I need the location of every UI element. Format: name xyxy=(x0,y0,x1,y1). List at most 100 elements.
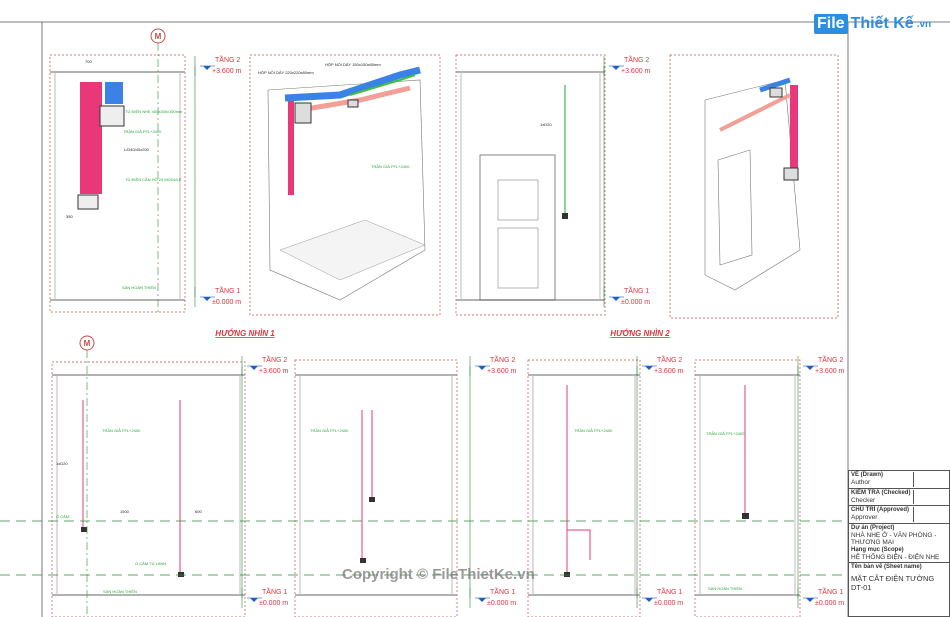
svg-text:TẦNG 1: TẦNG 1 xyxy=(818,586,843,596)
level-marker-lower: TẦNG 1 ±0.000 m xyxy=(469,586,516,608)
level-markers: TẦNG 2 +3.600 m TẦNG 1 ±0.000 m TẦNG 2 +3.600… xyxy=(194,54,845,608)
watermark: Copyright © FileThietKe.vn xyxy=(342,566,535,583)
label-socket: Ổ CẮM xyxy=(56,514,69,519)
label-tray: L/D40/40x200 xyxy=(124,147,150,152)
dim-700: 700 xyxy=(85,59,92,64)
svg-text:+3.600 m: +3.600 m xyxy=(487,368,517,375)
approved-value: Approver xyxy=(851,514,878,521)
view-title-2: HƯỚNG NHÌN 2 xyxy=(610,329,670,338)
axis-marker-top: M xyxy=(150,28,166,315)
label-ceiling-b3: TRẦN GIẢ FFL+2400 xyxy=(574,428,613,433)
view-frame xyxy=(249,54,441,316)
svg-text:+3.600 m: +3.600 m xyxy=(815,368,845,375)
svg-text:TẦNG 1: TẦNG 1 xyxy=(262,586,287,596)
project-label: Dự án (Project) xyxy=(851,524,895,531)
title-block: VẼ (Drawn) Author KIỂM TRA (Checked) Che… xyxy=(848,470,950,617)
level-marker-lower: TẦNG 1 ±0.000 m xyxy=(194,285,241,307)
checked-value: Checker xyxy=(851,496,876,504)
label-junction-box-1: HỘP NỐI DÂY 220x220x80mm xyxy=(258,70,314,75)
label-floor-b4: SÀN HOÀN THIỆN xyxy=(708,586,742,591)
svg-text:±0.000 m: ±0.000 m xyxy=(487,600,516,607)
level-marker-upper: TẦNG 2 +3.600 m xyxy=(603,54,651,76)
svg-text:TẦNG 1: TẦNG 1 xyxy=(490,586,515,596)
view-frame xyxy=(294,359,458,617)
project-value: NHÀ NHẸ Ở - VĂN PHÒNG - THƯƠNG MẠI xyxy=(851,531,937,547)
view-frame xyxy=(669,54,839,319)
label-conduit-1: 1xD20 xyxy=(56,461,68,466)
drawn-value: Author xyxy=(851,479,871,486)
label-socket-fridge: Ổ CẮM TỦ LẠNH xyxy=(135,561,166,566)
level-marker-lower: TẦNG 1 ±0.000 m xyxy=(603,285,650,307)
approved-label: CHỦ TRÌ (Approved) xyxy=(851,507,909,513)
light-panel-box xyxy=(99,105,125,127)
svg-text:TẦNG 2: TẦNG 2 xyxy=(262,354,287,364)
label-ceiling-iso: TRẦN GIẢ FFL+2400 xyxy=(371,164,410,169)
door xyxy=(479,154,556,301)
label-panel-apartment: TỦ ĐIỆN CĂN HỘ 24 MODULE xyxy=(125,177,182,182)
level-marker-upper: TẦNG 2 +3.600 m xyxy=(241,354,289,376)
level-marker-lower: TẦNG 1 ±0.000 m xyxy=(797,586,844,608)
svg-text:±0.000 m: ±0.000 m xyxy=(212,299,241,306)
svg-text:+3.600 m: +3.600 m xyxy=(259,368,289,375)
svg-text:±0.000 m: ±0.000 m xyxy=(654,600,683,607)
view-frame xyxy=(51,361,246,617)
svg-text:TẦNG 1: TẦNG 1 xyxy=(624,285,649,295)
filethietke-logo: File Thiết Kế .vn xyxy=(814,14,931,34)
isometric-view-2 xyxy=(704,77,801,291)
logo-file: File xyxy=(814,14,848,34)
level-marker-upper: TẦNG 2 +3.600 m xyxy=(469,354,517,376)
label-conduit-door: 1xD20 xyxy=(540,122,552,127)
svg-text:TẦNG 1: TẦNG 1 xyxy=(657,586,682,596)
svg-text:M: M xyxy=(155,32,162,41)
label-ceiling-b4: TRẦN GIẢ FFL+2400 xyxy=(706,431,745,436)
axis-marker-bottom: M xyxy=(79,335,95,617)
view-frame xyxy=(455,54,606,316)
label-floor-b1: SÀN HOÀN THIỆN xyxy=(103,589,137,594)
svg-text:TẦNG 1: TẦNG 1 xyxy=(215,285,240,295)
scope-value: HỆ THỐNG ĐIỆN - ĐIỆN NHẸ xyxy=(851,553,940,561)
level-marker-upper: TẦNG 2 +3.600 m xyxy=(797,354,845,376)
checked-label: KIỂM TRA (Checked) xyxy=(851,489,911,496)
svg-text:±0.000 m: ±0.000 m xyxy=(815,600,844,607)
level-marker-upper: TẦNG 2+3.600 m xyxy=(194,54,242,76)
door-elevation: 1xD20 xyxy=(479,85,568,301)
view-title-1: HƯỚNG NHÌN 1 xyxy=(215,329,275,338)
view-frame xyxy=(694,359,801,617)
level-marker-upper: TẦNG 2 +3.600 m xyxy=(636,354,684,376)
view-section-a: TỦ ĐIỆN NHẸ 400x300x150mm TỦ ĐIỆN CĂN HỘ… xyxy=(66,59,183,290)
svg-text:+3.600 m: +3.600 m xyxy=(654,368,684,375)
dim-1500: 1500 xyxy=(120,509,130,514)
svg-text:M: M xyxy=(84,339,91,348)
svg-text:TẦNG 2: TẦNG 2 xyxy=(818,354,843,364)
svg-text:TẦNG 2: TẦNG 2 xyxy=(624,54,649,64)
apartment-panel-box xyxy=(77,194,99,210)
svg-text:TẦNG 2: TẦNG 2 xyxy=(490,354,515,364)
svg-text:+3.600 m: +3.600 m xyxy=(621,68,651,75)
label-ceiling-b1: TRẦN GIẢ FFL+2400 xyxy=(102,428,141,433)
svg-text:TẦNG 2: TẦNG 2 xyxy=(657,354,682,364)
sheet-title: MẶT CẮT ĐIỆN TƯỜNG DT-01 xyxy=(851,574,935,592)
low-voltage-tray xyxy=(105,82,123,104)
sheet-label: Tên bản vẽ (Sheet name) xyxy=(851,564,922,570)
view-frame xyxy=(527,359,641,617)
drawn-label: VẼ (Drawn) xyxy=(851,472,884,478)
isometric-view-1: HỘP NỐI DÂY 220x220x80mm HỘP NỐI DÂY 150… xyxy=(258,62,426,301)
svg-text:±0.000 m: ±0.000 m xyxy=(621,299,650,306)
label-junction-box-2: HỘP NỐI DÂY 150x150x80mm xyxy=(325,62,381,67)
label-ceiling: TRẦN GIẢ FFL+2400 xyxy=(123,129,162,134)
level-marker-lower: TẦNG 1 ±0.000 m xyxy=(636,586,683,608)
level-marker-lower: TẦNG 1 ±0.000 m xyxy=(241,586,288,608)
logo-thiet-ke: Thiết Kế xyxy=(850,15,914,32)
dim-600: 600 xyxy=(195,509,202,514)
label-ceiling-b2: TRẦN GIẢ FFL+2400 xyxy=(310,428,349,433)
cable-tray-vertical xyxy=(80,82,102,194)
logo-vn: .vn xyxy=(916,18,932,30)
label-floor: SÀN HOÀN THIỆN xyxy=(122,285,156,290)
scope-label: Hạng mục (Scope) xyxy=(851,546,904,553)
panels xyxy=(49,54,839,617)
bottom-elevations: 1xD20 TRẦN GIẢ FFL+2400 Ổ CẮM Ổ CẮM TỦ L… xyxy=(56,385,749,594)
svg-text:±0.000 m: ±0.000 m xyxy=(259,600,288,607)
svg-text:TẦNG 2: TẦNG 2 xyxy=(215,54,240,64)
dim-350: 350 xyxy=(66,214,73,219)
